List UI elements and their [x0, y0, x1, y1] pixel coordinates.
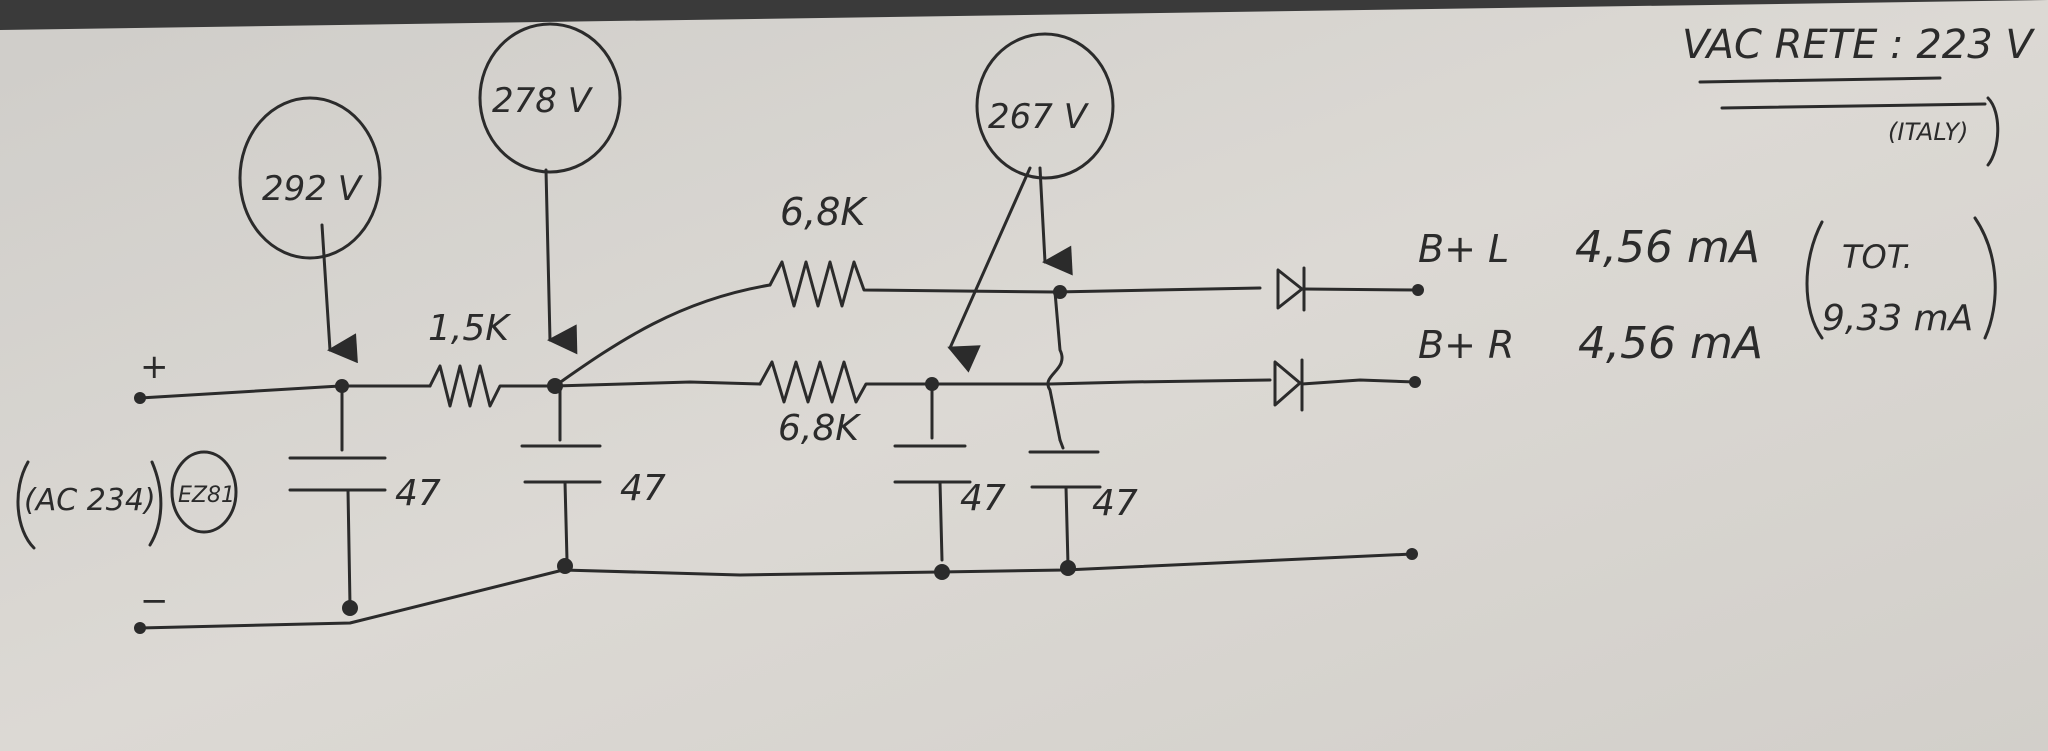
junction-dots — [134, 284, 1424, 634]
upper-branch-wire — [553, 283, 772, 388]
junction-dot — [1053, 285, 1067, 299]
output-wire-right — [1300, 378, 1417, 386]
c3-label: 47 — [960, 478, 1006, 519]
v1-bubble — [238, 96, 382, 260]
italy-bracket-right — [1986, 96, 2000, 167]
junction-dot — [934, 564, 950, 580]
v3-probe-arrow-lower — [947, 166, 1032, 373]
terminal-plus — [134, 392, 146, 404]
total-current: 9,33 mA — [1822, 298, 1973, 339]
total-label: TOT. — [1842, 238, 1913, 276]
v3-label: 267 V — [988, 97, 1090, 137]
terminal-minus — [134, 622, 146, 634]
v3-bubble — [975, 32, 1115, 180]
terminal-out-left — [1412, 284, 1424, 296]
junction-dot — [547, 378, 563, 394]
mains-voltage-label: VAC RETE : 223 V — [1682, 22, 2035, 68]
terminal-ground — [1406, 548, 1418, 560]
junction-dot — [1060, 560, 1076, 576]
r1-resistor-1k5 — [428, 364, 557, 408]
source-bracket — [16, 460, 163, 550]
r2-resistor-6k8 — [768, 260, 1262, 308]
total-bracket — [1805, 216, 1997, 340]
jumper-wire — [1046, 290, 1064, 442]
header-underline — [1698, 76, 1987, 110]
minus-terminal-label: − — [140, 581, 169, 621]
c4-capacitor — [1028, 438, 1102, 567]
v2-bubble — [478, 22, 622, 174]
plus-terminal-label: + — [140, 347, 169, 387]
tube-label: EZ81 — [178, 483, 235, 508]
v1-probe-arrow — [320, 223, 358, 364]
r3-label: 6,8K — [778, 408, 861, 449]
output-right-current: 4,56 mA — [1578, 318, 1763, 369]
c4-label: 47 — [1092, 483, 1138, 524]
source-label: (AC 234) — [24, 483, 156, 518]
output-left-label: B+ L — [1418, 227, 1509, 271]
v1-label: 292 V — [262, 169, 364, 209]
r3-resistor-6k8 — [758, 360, 1272, 404]
output-right-label: B+ R — [1418, 323, 1514, 367]
junction-dot — [335, 379, 349, 393]
c1-label: 47 — [395, 473, 441, 514]
v2-probe-arrow — [544, 168, 578, 355]
junction-dot — [342, 600, 358, 616]
junction-dot — [557, 558, 573, 574]
junction-dot — [925, 377, 939, 391]
c2-capacitor — [520, 384, 602, 562]
v2-label: 278 V — [492, 81, 594, 121]
output-wire-left — [1302, 287, 1420, 292]
c1-capacitor — [288, 384, 387, 607]
terminal-out-right — [1409, 376, 1421, 388]
lower-branch-wire — [553, 380, 762, 388]
c2-label: 47 — [620, 468, 666, 509]
c3-capacitor — [893, 382, 972, 562]
r2-label: 6,8K — [780, 190, 868, 234]
tube-circle — [170, 450, 238, 534]
output-left-current: 4,56 mA — [1575, 222, 1760, 273]
country-label: (ITALY) — [1888, 118, 1968, 146]
r1-label: 1,5K — [428, 308, 511, 349]
v3-probe-arrow-upper — [1038, 166, 1073, 276]
